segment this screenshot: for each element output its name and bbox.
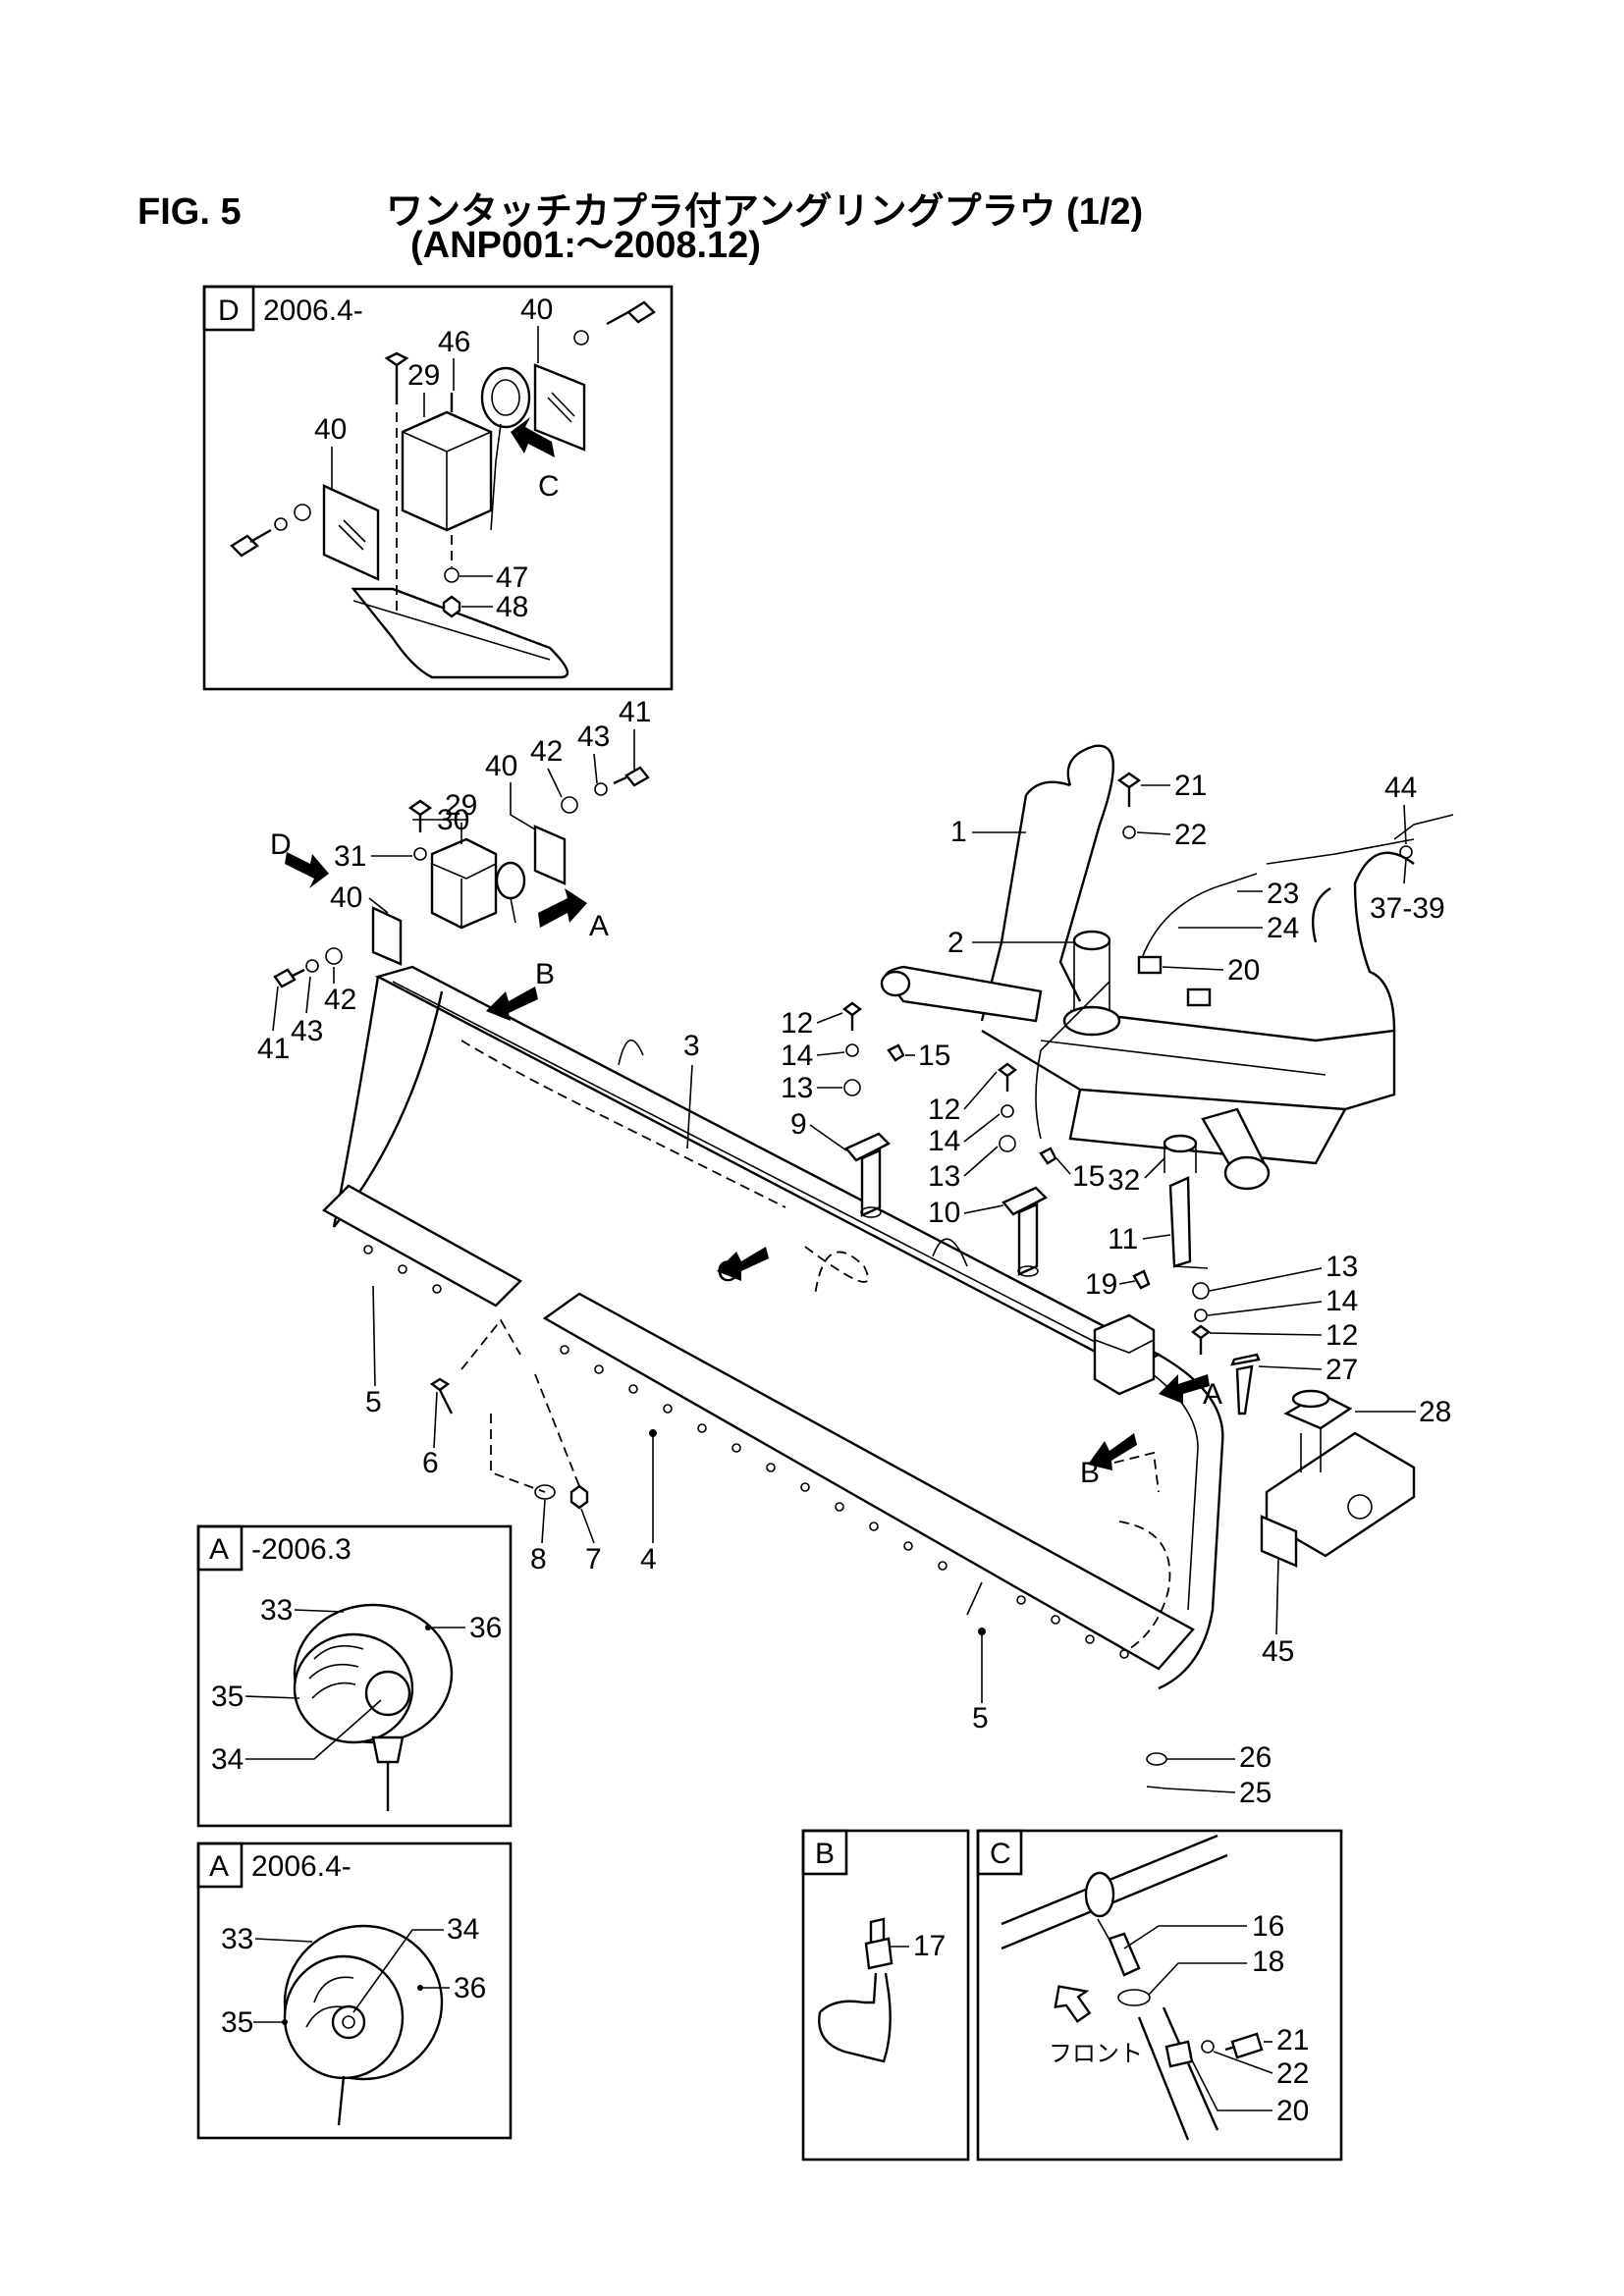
callout-m-14c: 14	[1326, 1285, 1358, 1317]
view-marker-c-inset: C	[538, 470, 560, 503]
inset-d-tag: D	[218, 294, 240, 327]
figure-subtitle: (ANP001:～2008.12)	[410, 225, 761, 266]
callout-m-20: 20	[1227, 954, 1260, 987]
callout-d-40b: 40	[314, 413, 347, 446]
callout-m-19: 19	[1085, 1268, 1117, 1301]
callout-a1-34: 34	[211, 1743, 244, 1776]
main-assembly: D A B C A B	[257, 696, 1454, 1809]
callout-m-42a: 42	[530, 735, 563, 768]
callout-m-40b: 40	[485, 750, 517, 782]
callout-m-24: 24	[1267, 912, 1299, 944]
callout-m-10: 10	[928, 1197, 960, 1229]
front-label: フロント	[1049, 2041, 1143, 2067]
callout-d-48: 48	[496, 591, 528, 623]
callout-a2-34: 34	[447, 1913, 479, 1946]
callout-m-15b: 15	[1072, 1160, 1105, 1193]
callout-m-37-39: 37-39	[1370, 892, 1445, 925]
callout-m-3: 3	[683, 1030, 700, 1062]
view-marker-b-right: B	[1080, 1457, 1100, 1489]
callout-m-6: 6	[422, 1447, 439, 1479]
inset-b: B 17	[801, 1829, 970, 2162]
inset-a-new: A 2006.4- 33 34 35 36	[196, 1842, 513, 2140]
callout-m-31: 31	[334, 840, 366, 873]
callout-m-13b: 13	[928, 1160, 960, 1193]
callout-m-8: 8	[530, 1543, 547, 1575]
callout-m-43b: 43	[291, 1015, 323, 1047]
callout-d-47: 47	[496, 561, 528, 594]
inset-c: C フロント 16 18 21 22 20	[976, 1829, 1343, 2162]
callout-m-26: 26	[1239, 1741, 1272, 1774]
inset-d-period: 2006.4-	[263, 294, 363, 327]
inset-a-new-period: 2006.4-	[251, 1850, 352, 1883]
callout-m-13c: 13	[1326, 1251, 1358, 1283]
callout-a1-33: 33	[260, 1594, 293, 1627]
inset-d: D 2006.4-	[202, 285, 674, 691]
inset-a-old-tag: A	[209, 1533, 229, 1566]
inset-b-tag: B	[815, 1838, 835, 1870]
callout-m-43a: 43	[577, 721, 610, 753]
callout-m-11: 11	[1108, 1223, 1138, 1255]
callout-m-12b: 12	[928, 1094, 960, 1126]
figure-title: ワンタッチカプラ付アングリングプラウ (1/2)	[386, 191, 1144, 233]
callout-c-21: 21	[1276, 2024, 1309, 2056]
callout-m-5a: 5	[365, 1386, 382, 1418]
callout-d-40a: 40	[520, 294, 553, 326]
callout-m-44: 44	[1384, 772, 1417, 804]
callout-m-14a: 14	[781, 1040, 813, 1072]
callout-m-23: 23	[1267, 878, 1299, 910]
callout-m-32: 32	[1108, 1164, 1140, 1197]
callout-m-1: 1	[950, 816, 967, 848]
callout-m-22: 22	[1174, 819, 1207, 851]
callout-m-9: 9	[790, 1108, 807, 1141]
callout-m-7: 7	[585, 1543, 602, 1575]
view-marker-a-left: A	[589, 910, 609, 942]
callout-m-29: 29	[445, 789, 477, 822]
callout-m-5b: 5	[972, 1702, 989, 1735]
callout-m-21: 21	[1174, 770, 1207, 802]
figure-number: FIG. 5	[137, 191, 242, 233]
callout-m-12a: 12	[781, 1007, 813, 1040]
view-marker-c-main: C	[717, 1255, 738, 1288]
callout-m-14b: 14	[928, 1125, 960, 1157]
inset-c-tag: C	[990, 1838, 1011, 1870]
inset-a-old: A -2006.3 33 36 35 34	[196, 1524, 513, 1828]
callout-a1-36: 36	[469, 1612, 502, 1644]
callout-d-29: 29	[407, 359, 440, 392]
callout-a2-36: 36	[454, 1972, 486, 2004]
callout-c-20: 20	[1276, 2095, 1309, 2127]
callout-m-4: 4	[640, 1543, 657, 1575]
callout-c-16: 16	[1252, 1910, 1284, 1943]
callout-m-13a: 13	[781, 1072, 813, 1104]
callout-c-22: 22	[1276, 2057, 1309, 2090]
view-marker-b-left: B	[535, 958, 555, 990]
callout-m-45: 45	[1262, 1635, 1294, 1668]
inset-a-new-tag: A	[209, 1850, 229, 1883]
callout-m-28: 28	[1419, 1396, 1451, 1428]
callout-a1-35: 35	[211, 1681, 244, 1713]
view-marker-d: D	[270, 828, 292, 861]
callout-d-46: 46	[438, 326, 470, 358]
callout-c-18: 18	[1252, 1946, 1284, 1978]
view-marker-a-right: A	[1203, 1378, 1222, 1411]
callout-m-41a: 41	[619, 696, 651, 728]
inset-a-old-period: -2006.3	[251, 1533, 352, 1566]
callout-m-40a: 40	[330, 881, 362, 914]
callout-a2-35: 35	[221, 2006, 253, 2039]
callout-m-27: 27	[1326, 1354, 1358, 1386]
callout-m-12c: 12	[1326, 1319, 1358, 1352]
callout-m-42b: 42	[324, 984, 356, 1016]
callout-a2-33: 33	[221, 1923, 253, 1955]
callout-m-41b: 41	[257, 1033, 290, 1065]
callout-b-17: 17	[913, 1930, 946, 1962]
callout-m-15a: 15	[918, 1040, 950, 1072]
callout-m-2: 2	[947, 927, 964, 959]
callout-m-25: 25	[1239, 1777, 1272, 1809]
